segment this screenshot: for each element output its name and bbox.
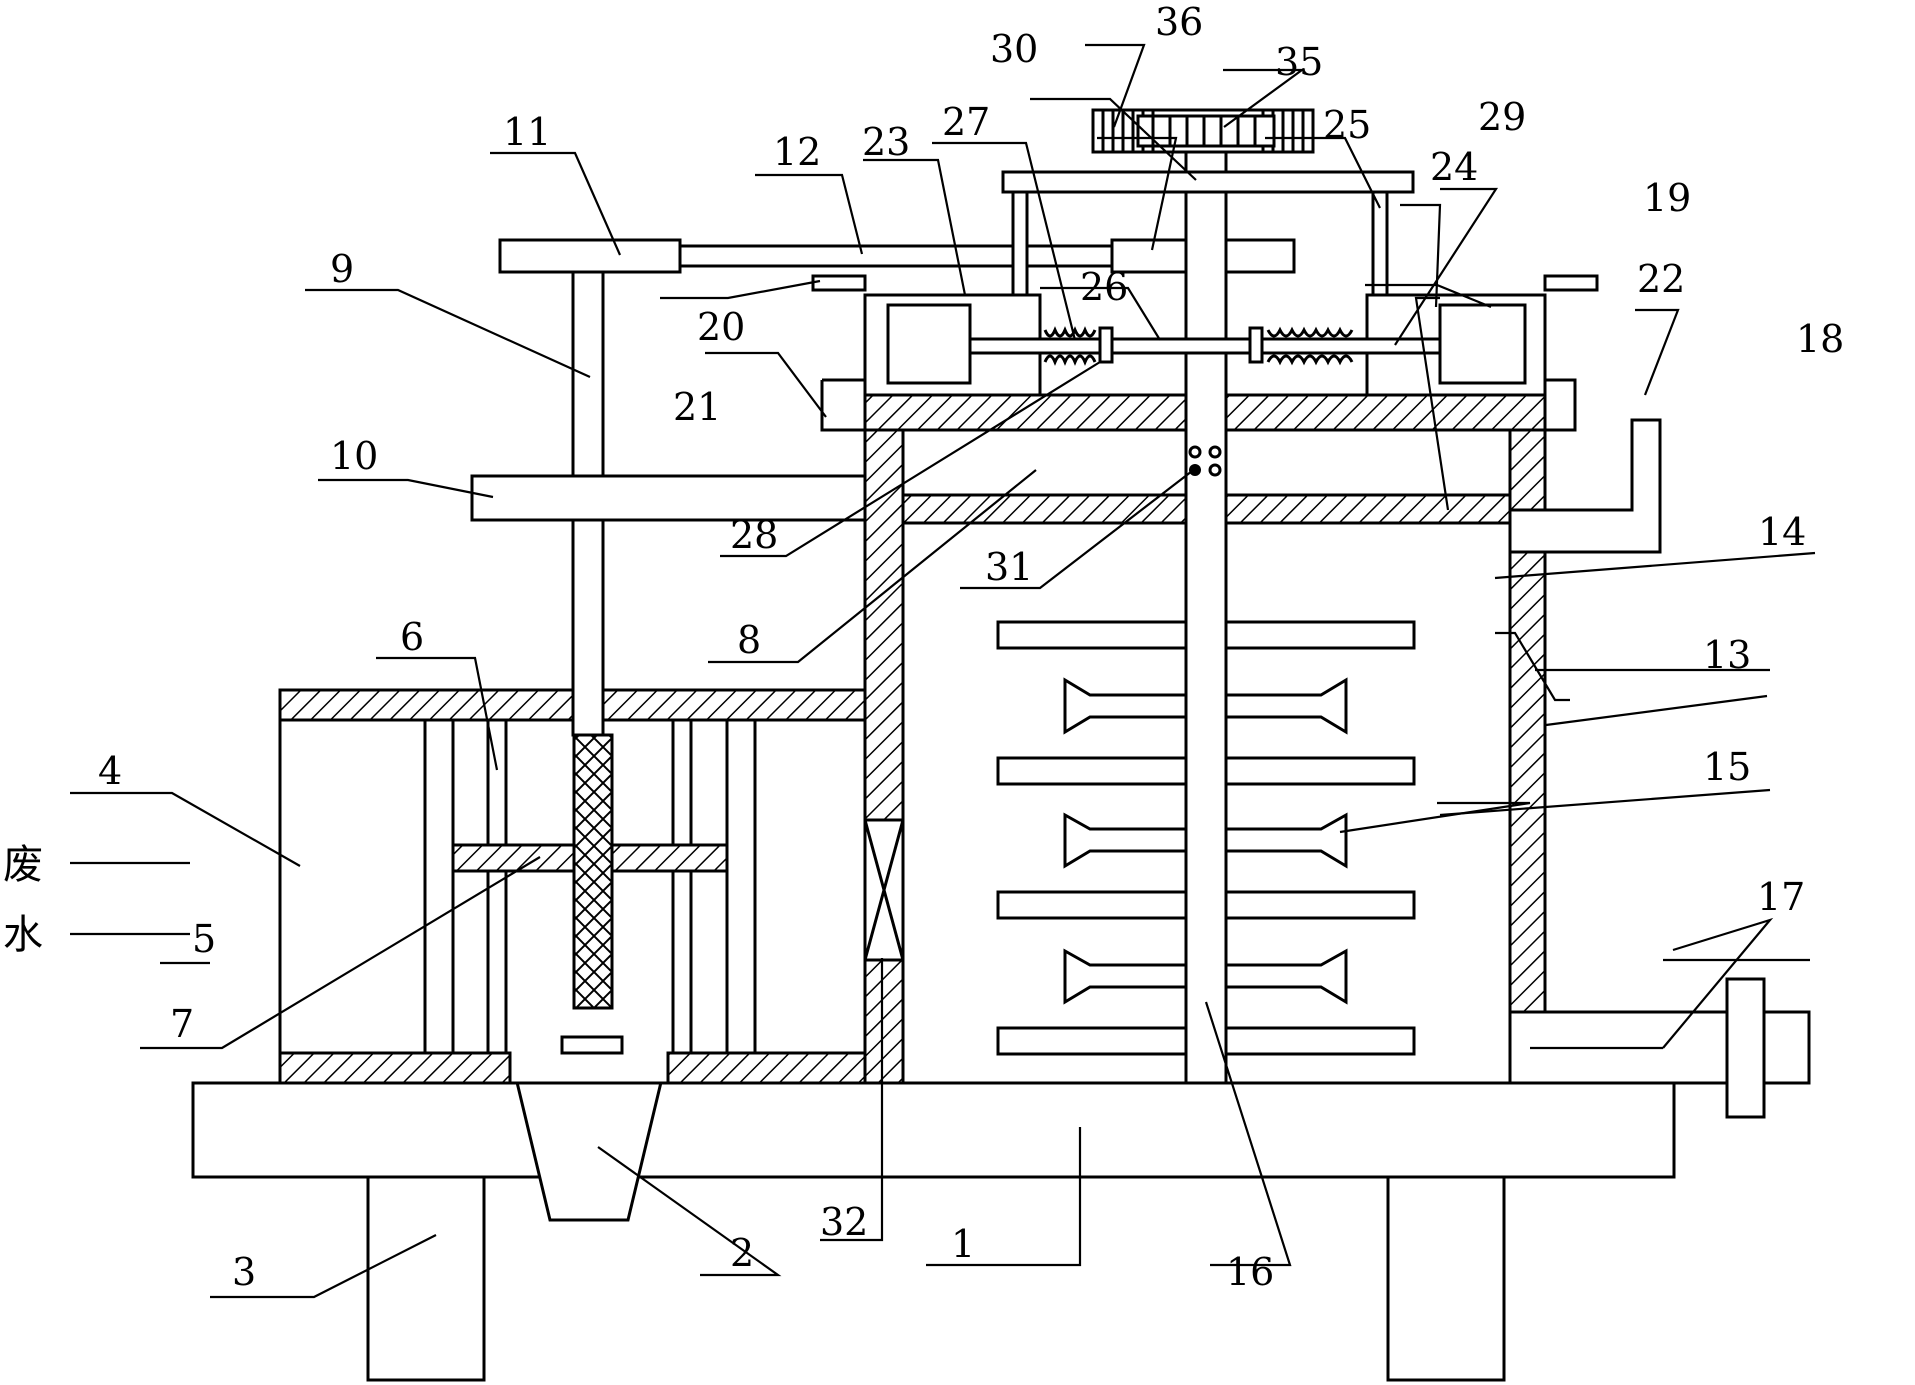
slider-assembly — [811, 274, 1599, 432]
main-shaft — [1184, 116, 1228, 1085]
filter-plate-right — [610, 843, 729, 873]
label-14: 14 — [1758, 510, 1806, 554]
filter-layer-left — [423, 718, 455, 1055]
label-8: 8 — [737, 618, 761, 662]
label-28: 28 — [730, 513, 778, 557]
label-36: 36 — [1155, 0, 1203, 44]
part-labels: 1 2 3 4 5 6 7 8 9 10 11 12 13 14 15 16 1… — [98, 0, 1844, 1294]
gear-36 — [1091, 108, 1315, 154]
pipe-10 — [470, 474, 869, 522]
top-linkage — [498, 238, 1296, 274]
label-27: 27 — [942, 100, 990, 144]
stir-blades — [996, 620, 1416, 1056]
label-12: 12 — [773, 130, 821, 174]
top-frame — [1001, 170, 1415, 297]
label-18: 18 — [1796, 317, 1844, 361]
screw-rod — [572, 733, 614, 1010]
check-valve-32 — [863, 819, 905, 961]
label-24: 24 — [1430, 145, 1478, 189]
inlet-char-2: 水 — [3, 912, 43, 958]
label-9: 9 — [330, 247, 354, 291]
base-plate — [191, 1081, 1676, 1179]
filter-plate-left — [451, 843, 578, 873]
label-25: 25 — [1323, 103, 1371, 147]
label-22: 22 — [1637, 257, 1685, 301]
label-13: 13 — [1703, 633, 1751, 677]
spring-left — [1043, 326, 1097, 366]
label-4: 4 — [98, 749, 122, 793]
label-21: 21 — [673, 385, 721, 429]
label-19: 19 — [1643, 176, 1691, 220]
spring-right — [1266, 326, 1354, 366]
support-legs — [366, 1174, 1506, 1382]
label-20: 20 — [697, 305, 745, 349]
label-5: 5 — [192, 917, 216, 961]
label-2: 2 — [730, 1231, 754, 1275]
outlet-pipe-18 — [1508, 418, 1662, 554]
label-32: 32 — [820, 1200, 868, 1244]
label-10: 10 — [330, 434, 378, 478]
label-31: 31 — [985, 545, 1033, 589]
inlet-char-1: 废 — [3, 842, 43, 888]
filter-tank — [278, 268, 867, 1085]
label-1: 1 — [951, 1222, 975, 1266]
label-35: 35 — [1275, 40, 1323, 84]
label-3: 3 — [232, 1250, 256, 1294]
label-17: 17 — [1757, 875, 1805, 919]
label-26: 26 — [1080, 265, 1128, 309]
label-6: 6 — [400, 615, 424, 659]
label-11: 11 — [503, 110, 551, 154]
leader-lines — [70, 43, 1816, 1299]
inlet-arrows: 废 水 — [3, 842, 190, 958]
label-23: 23 — [862, 120, 910, 164]
label-15: 15 — [1703, 745, 1751, 789]
label-30: 30 — [990, 27, 1038, 71]
reaction-tank — [863, 393, 1811, 1119]
label-29: 29 — [1478, 95, 1526, 139]
label-7: 7 — [170, 1002, 194, 1046]
label-16: 16 — [1226, 1250, 1274, 1294]
valve-17 — [1725, 977, 1766, 1119]
filter-layer-right — [725, 718, 757, 1055]
